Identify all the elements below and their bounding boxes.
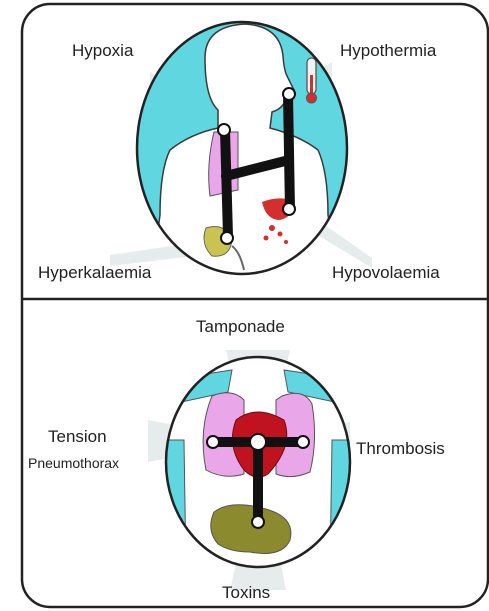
label-toxins: Toxins: [222, 583, 270, 602]
label-hyperkalaemia: Hyperkalaemia: [38, 263, 152, 282]
hypoxia-dot: [218, 124, 230, 136]
thermometer-bulb: [307, 93, 317, 103]
tamponade-dot: [250, 434, 266, 450]
label-hypothermia: Hypothermia: [340, 41, 437, 60]
tension-dot: [207, 436, 219, 448]
label-thrombosis: Thrombosis: [356, 439, 445, 458]
blood-drop: [264, 236, 269, 241]
blood-drop: [269, 225, 275, 231]
hypothermia-dot: [283, 88, 295, 100]
toxins-dot: [252, 516, 264, 528]
label-tamponade: Tamponade: [196, 317, 285, 336]
label-hypovolaemia: Hypovolaemia: [332, 263, 440, 282]
thrombosis-dot: [297, 436, 309, 448]
thermometer-mercury: [310, 75, 313, 95]
blood-drop: [278, 232, 283, 237]
label-hypoxia: Hypoxia: [72, 41, 134, 60]
blood-drop: [284, 240, 288, 244]
hypovolaemia-dot: [283, 203, 295, 215]
label-pneumothorax: Pneumothorax: [28, 455, 119, 471]
hyperkalaemia-dot: [221, 232, 233, 244]
label-tension: Tension: [48, 427, 107, 446]
